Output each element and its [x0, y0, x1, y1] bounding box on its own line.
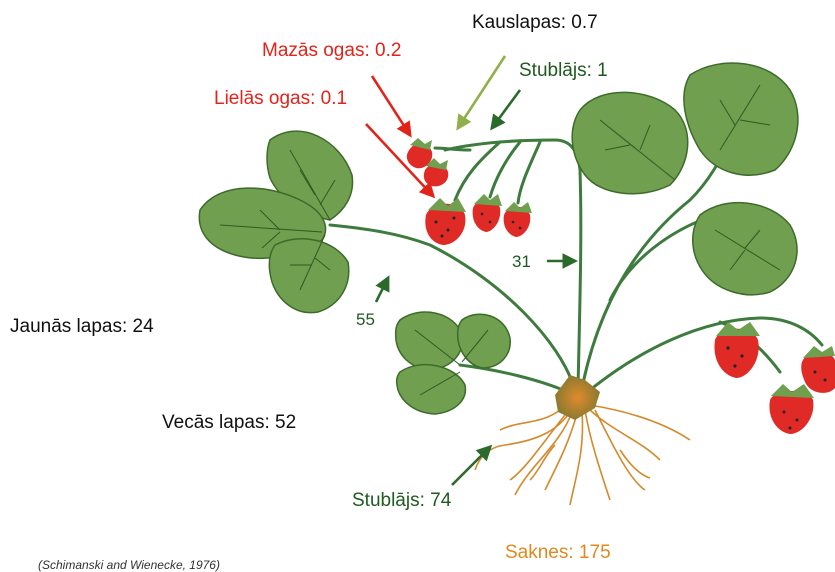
arrow-mazas-ogas	[372, 76, 410, 135]
medium-berry	[504, 202, 532, 237]
leaves-old	[396, 312, 511, 414]
label-stublajs-top: Stublājs: 1	[519, 60, 608, 82]
label-stublajs-bottom: Stublājs: 74	[352, 490, 451, 512]
label-vecas-lapas: Vecās lapas: 52	[162, 412, 296, 434]
right-berry	[714, 322, 760, 378]
arrow-stublajs-bottom	[452, 447, 490, 485]
label-31: 31	[512, 252, 531, 272]
label-kauslapas: Kauslapas: 0.7	[472, 12, 598, 34]
label-jaunas-lapas: Jaunās lapas: 24	[10, 316, 154, 338]
annotation-arrows	[366, 56, 575, 485]
label-55: 55	[356, 310, 375, 330]
large-berry	[425, 198, 466, 245]
roots	[475, 405, 690, 505]
arrow-stublajs-top	[492, 90, 520, 128]
citation: (Schimanski and Wienecke, 1976)	[38, 558, 220, 572]
right-berry	[801, 346, 835, 393]
medium-berry	[473, 194, 502, 232]
label-saknes: Saknes: 175	[505, 542, 611, 564]
arrow-55	[376, 278, 388, 302]
right-berry	[769, 384, 814, 434]
arrow-kauslapas	[458, 56, 505, 128]
label-lielas-ogas: Lielās ogas: 0.1	[214, 88, 347, 110]
leaves-young-left	[199, 131, 352, 312]
label-mazas-ogas: Mazās ogas: 0.2	[262, 40, 401, 62]
